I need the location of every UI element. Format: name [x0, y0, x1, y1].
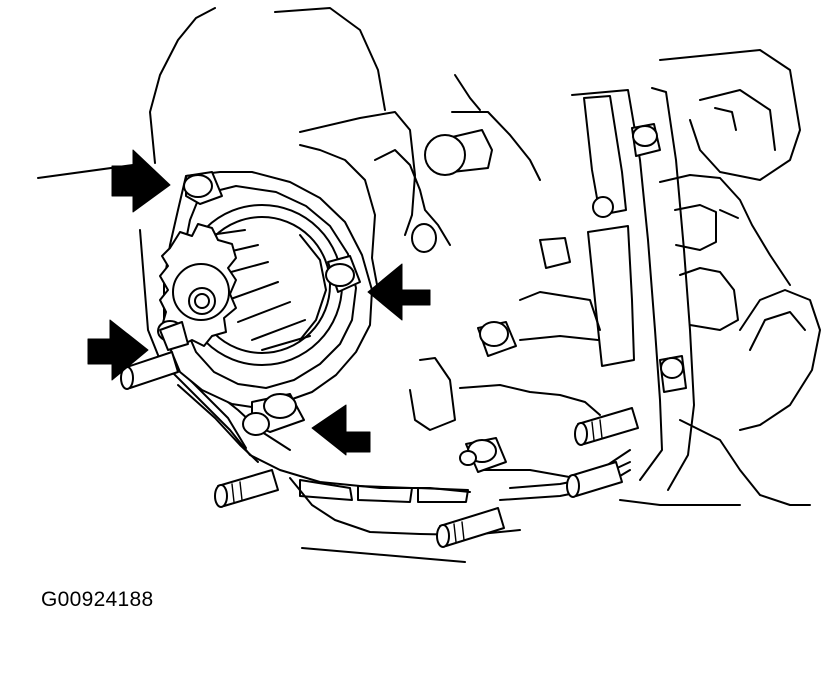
arrow-left — [87, 319, 149, 381]
callout-arrows — [87, 149, 431, 456]
arrow-bottom — [311, 404, 371, 456]
bolt-bottom — [242, 393, 305, 436]
bolt-right — [325, 255, 361, 293]
bracket-plate — [519, 87, 695, 491]
bolt-left — [157, 320, 189, 351]
arrow-top-left — [111, 149, 171, 213]
stud-right-lower — [566, 461, 623, 498]
water-pump — [159, 171, 373, 409]
bolt-lower-center — [459, 437, 507, 473]
stud-bottom-center — [436, 507, 505, 548]
stud-lower-left — [214, 469, 279, 508]
pump-bolts — [157, 171, 361, 436]
figure-code: G00924188 — [41, 588, 154, 611]
bolt-upper-right — [631, 123, 661, 157]
bolt-top-left — [183, 171, 223, 205]
boss-caps — [411, 129, 739, 253]
bolt-center — [477, 321, 517, 357]
bolt-right-side — [659, 355, 687, 393]
stud-right-upper — [574, 407, 639, 446]
arrow-right — [367, 263, 431, 321]
engine-block-outline — [149, 7, 821, 506]
